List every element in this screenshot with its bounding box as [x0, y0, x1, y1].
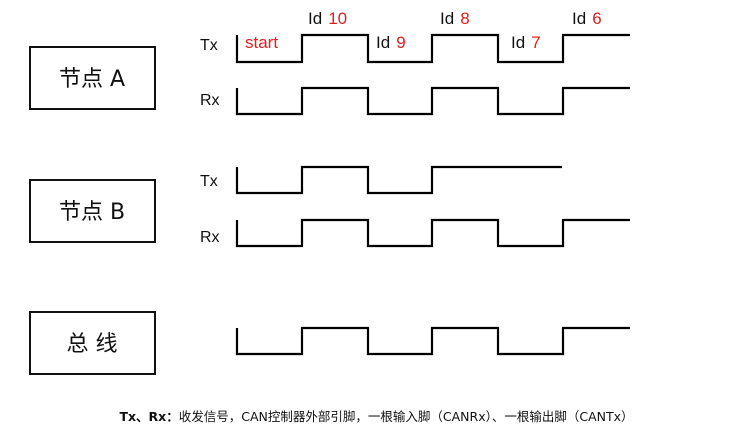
id-annotation-7: Id 7	[511, 33, 541, 52]
caption-text: 收发信号，CAN控制器外部引脚，一根输入脚（CANRx）、一根输出脚（CANTx…	[178, 409, 634, 424]
id-prefix-8: Id	[440, 9, 454, 28]
start-annotation: start	[245, 33, 278, 52]
node-a-label: 节点 A	[59, 67, 125, 92]
node-a-box	[29, 46, 156, 110]
bus-node: 总 线	[29, 311, 156, 375]
id-annotation-8: Id 8	[440, 9, 470, 28]
id-prefix-10: Id	[308, 9, 322, 28]
bus-label: 总 线	[67, 332, 118, 357]
caption: Tx、Rx：收发信号，CAN控制器外部引脚，一根输入脚（CANRx）、一根输出脚…	[0, 406, 753, 425]
node-b-rx-waveform	[235, 218, 630, 248]
id-annotation-10: Id 10	[308, 9, 347, 28]
node-a-rx-waveform	[235, 86, 630, 116]
id-prefix-9: Id	[376, 33, 390, 52]
node-a-rx-label: Rx	[200, 92, 220, 109]
id-value-9: 9	[396, 33, 405, 52]
node-a: 节点 A	[29, 46, 156, 110]
id-value-10: 10	[328, 9, 347, 28]
bus-box	[29, 311, 156, 375]
caption-bold: Tx、Rx：	[119, 409, 179, 424]
node-a-tx-waveform	[235, 33, 630, 64]
node-a-tx-label: Tx	[200, 37, 218, 54]
id-value-8: 8	[460, 9, 469, 28]
node-b: 节点 B	[29, 179, 156, 243]
node-b-box	[29, 179, 156, 243]
bus-waveform	[235, 326, 630, 356]
id-value-6: 6	[592, 9, 601, 28]
node-b-tx-label: Tx	[200, 173, 218, 190]
node-b-tx-waveform	[235, 165, 562, 195]
id-annotation-6: Id 6	[572, 9, 602, 28]
node-b-rx-label: Rx	[200, 229, 220, 246]
id-prefix-6: Id	[572, 9, 586, 28]
id-prefix-7: Id	[511, 33, 525, 52]
id-value-7: 7	[531, 33, 540, 52]
node-b-label: 节点 B	[59, 200, 125, 225]
id-annotation-9: Id 9	[376, 33, 406, 52]
